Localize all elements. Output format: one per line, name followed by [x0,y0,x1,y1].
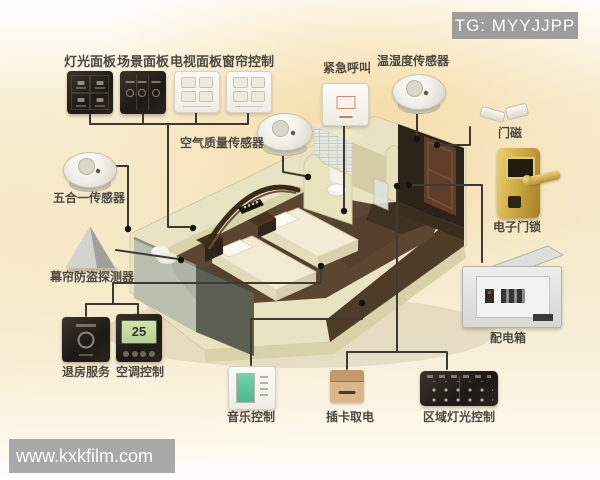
watermark-tag: TG: MYYJJPP [452,12,578,39]
light-panel-device [67,71,113,114]
curtain-intrusion-detector-device [65,226,118,276]
scene-panel-buttons [124,75,162,110]
ac-control-label: 空调控制 [115,365,165,379]
sensor-lens [272,120,289,137]
temp-humidity-sensor-device [390,72,446,116]
checkout-service-label: 退房服务 [61,365,111,379]
lock-keyhole [508,196,521,208]
light-panel-label: 灯光面板 [63,54,117,69]
breaker-main [485,289,494,303]
card-slot-flap [330,370,364,382]
curtain-control-buttons [233,77,265,102]
emergency-button-icon [336,96,355,109]
door-magnet-piece-icon [478,105,507,124]
ac-control-device: 25 [116,314,162,362]
sensor-lens [406,80,423,97]
lock-knob [522,175,532,185]
music-control-label: 音乐控制 [226,410,276,424]
zone-panel-labels [427,375,491,378]
five-in-one-sensor-label: 五合一传感器 [52,191,126,205]
card-slot [338,391,356,394]
zone-light-control-device [420,371,498,406]
emergency-call-device [322,83,369,126]
distribution-box-panel [476,276,550,318]
distribution-box-label: 配电箱 [489,331,527,345]
tv-panel-buttons [181,77,213,102]
checkout-icons [76,324,96,327]
scene-panel-label: 场景面板 [116,54,170,69]
watermark-site: www.kxkfilm.com [9,439,175,473]
connection-dots [124,135,441,307]
breaker-row [501,289,525,303]
air-quality-sensor-label: 空气质量传感器 [179,136,265,150]
sensor-disc [257,113,313,151]
curtain-control-device [226,71,272,113]
lock-card-reader [506,157,535,179]
emergency-call-label: 紧急呼叫 [322,61,372,75]
electronic-door-lock-device [497,148,562,218]
scene-panel-device [120,71,166,114]
checkout-mark [79,354,93,356]
door-magnet-label: 门磁 [497,126,523,140]
sensor-lens [78,158,95,175]
distribution-box-label-strip [533,314,553,321]
distribution-box-device [462,266,562,328]
tv-panel-label: 电视面板 [169,54,223,69]
music-control-device [228,366,276,410]
music-side-text [260,376,268,400]
ac-lcd-display: 25 [121,320,157,344]
checkout-service-device [62,317,110,362]
door-magnet-piece-icon [504,102,530,121]
emergency-brand-mark [339,116,352,118]
pyramid-shadow [66,266,118,273]
card-power-label: 插卡取电 [325,410,375,424]
music-screen [236,373,255,403]
zone-light-control-label: 区域灯光控制 [422,410,496,424]
tv-panel-device [174,71,220,113]
air-quality-sensor-device [255,111,313,157]
ac-buttons [123,351,155,357]
light-panel-buttons [71,75,109,110]
five-in-one-sensor-device [62,150,117,194]
curtain-control-label: 窗帘控制 [221,54,275,69]
electronic-door-lock-label: 电子门锁 [492,220,542,234]
card-power-device [330,370,364,402]
zone-panel-divider [459,376,460,401]
checkout-button-icon [77,331,95,348]
temp-humidity-sensor-label: 温湿度传感器 [376,54,450,68]
zone-panel-buttons [425,381,493,402]
curtain-intrusion-detector-label: 幕帘防盗探测器 [49,270,135,284]
